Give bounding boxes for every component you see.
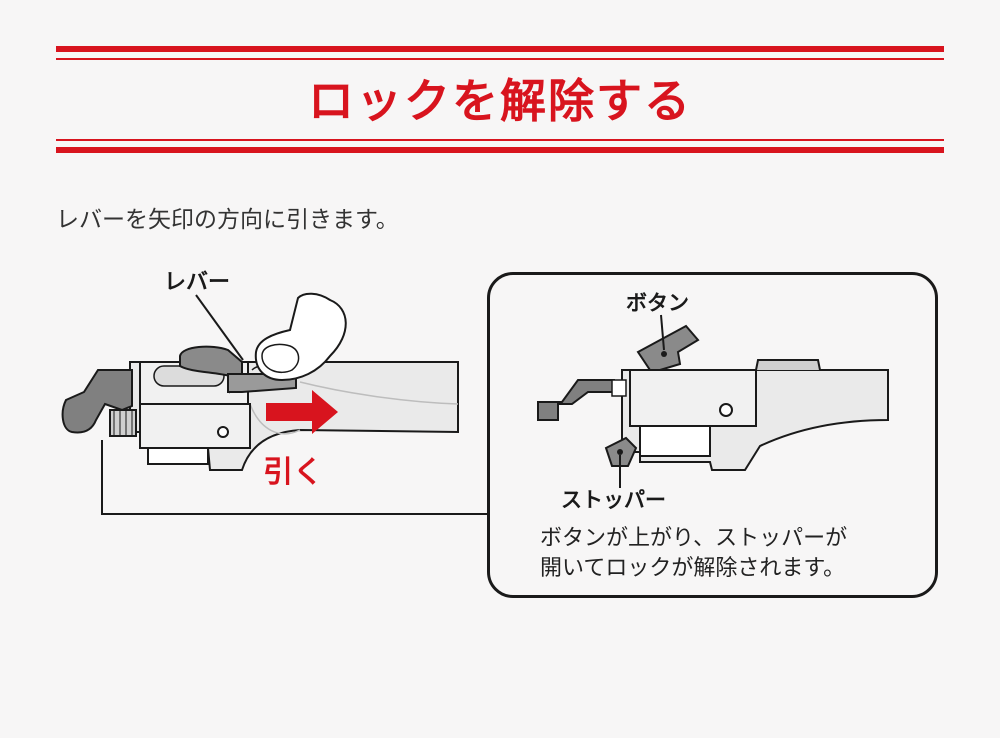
- instruction-text: レバーを矢印の方向に引きます。: [56, 207, 399, 233]
- tool-pin-hole: [217, 426, 229, 438]
- detail-caption: ボタンが上がり、ストッパーが 開いてロックが解除されます。: [540, 524, 920, 584]
- detail-caption-line: ボタンが上がり、ストッパーが: [540, 526, 848, 551]
- detail-caption-line: 開いてロックが解除されます。: [540, 556, 846, 581]
- callout-connector-line: [101, 440, 489, 515]
- stopper-label: ストッパー: [561, 488, 666, 512]
- title-rule-top-thick: [56, 46, 944, 52]
- lever-leader-line: [195, 294, 244, 361]
- finger-icon: [254, 292, 347, 382]
- detail-pin-hole: [719, 403, 733, 417]
- title-rule-top-thin: [56, 58, 944, 60]
- detail-tool-jaw: [537, 379, 615, 421]
- button-leader-line: [660, 314, 665, 351]
- tool-jaw: [61, 369, 133, 434]
- detail-button: [636, 324, 700, 371]
- pull-label: 引く: [263, 455, 323, 490]
- right-arrow-icon: [266, 390, 338, 434]
- page-title: ロックを解除する: [308, 74, 692, 128]
- lever-label: レバー: [164, 270, 231, 295]
- button-label: ボタン: [626, 291, 689, 315]
- title-rule-bottom-thick: [56, 147, 944, 153]
- title-rule-bottom-thin: [56, 139, 944, 141]
